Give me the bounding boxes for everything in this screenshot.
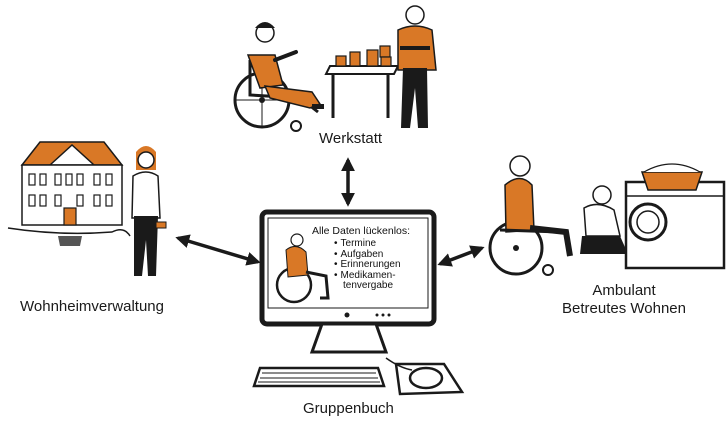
bidirectional-arrow-icon <box>437 245 485 267</box>
screen-item-medication: Medikamen- <box>334 270 401 282</box>
screen-wheelchair-user-icon <box>275 233 330 304</box>
screen-feature-list: Termine Aufgaben Erinnerungen Medikamen-… <box>334 238 401 292</box>
worker-in-wheelchair-icon <box>233 22 324 132</box>
person-in-wheelchair-icon <box>488 155 573 276</box>
label-ambulant: Ambulant <box>592 282 656 299</box>
residential-building-icon <box>7 141 131 246</box>
label-assisted-living: Betreutes Wohnen <box>562 300 686 317</box>
laundry-basket-icon <box>640 163 704 191</box>
screen-item-appointments: Termine <box>334 238 401 250</box>
caregiver-with-phone-icon <box>131 146 167 276</box>
screen-item-medication-cont: tenvergabe <box>343 280 394 291</box>
workshop-table-icon <box>324 65 400 118</box>
keyboard-icon <box>252 366 386 388</box>
screen-item-reminders: Erinnerungen <box>334 259 401 271</box>
workshop-scene <box>233 5 437 132</box>
screen-content: Alle Daten lückenlos: Termine Aufgaben E… <box>268 218 428 308</box>
screen-title: Alle Daten lückenlos: <box>312 225 411 237</box>
washing-machine-icon <box>624 180 726 270</box>
label-workshop: Werkstatt <box>319 130 383 147</box>
blocks-icon <box>335 45 392 67</box>
label-home-admin: Wohnheimverwaltung <box>20 298 164 315</box>
mouse-icon <box>385 357 465 396</box>
kneeling-helper-icon <box>580 185 628 254</box>
label-group-book: Gruppenbuch <box>303 400 394 417</box>
bidirectional-arrow-icon <box>175 234 261 266</box>
workshop-instructor-icon <box>397 5 437 128</box>
screen-item-tasks: Aufgaben <box>334 249 401 261</box>
